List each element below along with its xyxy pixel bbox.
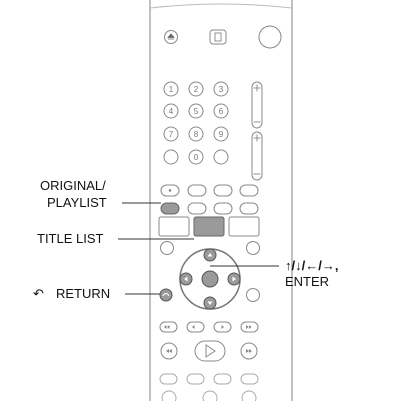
channel-rocker [251, 131, 263, 181]
label-return-symbol: ↶ [33, 286, 44, 301]
bottom-circle-left [161, 390, 177, 406]
side-button-right-lower [246, 288, 260, 302]
bottom-circle-right [241, 390, 257, 406]
numeric-button-1 [163, 81, 179, 97]
numeric-button-8 [188, 126, 204, 142]
label-playlist: PLAYLIST [47, 195, 107, 210]
menu-button-left [158, 216, 190, 237]
numeric-label-0: 0 [194, 153, 199, 162]
numeric-button-9 [213, 126, 229, 142]
oval-button-2 [187, 184, 207, 197]
side-button-left-upper [160, 241, 174, 255]
tv-input-button [209, 29, 227, 45]
oval-button-1-dot [168, 189, 172, 192]
oval-button-8 [239, 202, 259, 215]
title-list-button [193, 216, 225, 237]
numeric-label-2: 2 [194, 85, 199, 94]
remote-body [149, 0, 293, 401]
oval-button-7 [213, 202, 233, 215]
numeric-label-9: 9 [219, 130, 224, 139]
return-icon [162, 293, 170, 297]
keypad-blank-button-1 [163, 149, 179, 165]
left-arrow-icon [184, 276, 188, 282]
bottom-button-2 [186, 373, 205, 385]
volume-rocker [251, 81, 263, 129]
numeric-label-5: 5 [194, 107, 199, 116]
right-arrow-icon [232, 276, 236, 282]
keypad-blank-button-2 [213, 149, 229, 165]
numeric-button-5 [188, 103, 204, 119]
numeric-button-4 [163, 103, 179, 119]
numeric-button-0 [188, 149, 204, 165]
side-button-right-upper [246, 241, 260, 255]
channel-plus-icon [253, 134, 261, 142]
label-enter: ENTER [285, 274, 330, 289]
numeric-label-3: 3 [219, 85, 224, 94]
bottom-button-1 [159, 373, 178, 385]
numeric-label-8: 8 [194, 130, 199, 139]
label-original: ORIGINAL/ [40, 178, 106, 193]
play-icon [205, 344, 216, 358]
label-arrows: ↑/↓/←/→, [285, 258, 339, 273]
numeric-button-6 [213, 103, 229, 119]
up-arrow-icon [207, 253, 213, 257]
tv-input-inner [214, 32, 222, 42]
return-button [159, 288, 173, 302]
bottom-button-3 [213, 373, 232, 385]
numeric-label-7: 7 [169, 130, 174, 139]
enter-button [201, 270, 219, 288]
numeric-keypad: 1 2 3 4 5 6 7 8 9 0 [163, 81, 229, 165]
numeric-label-6: 6 [219, 107, 224, 116]
original-playlist-button [160, 202, 180, 215]
transport-button-2 [186, 321, 205, 333]
remote-top-edge [149, 3, 293, 9]
volume-plus-icon [253, 84, 261, 92]
oval-button-4 [239, 184, 259, 197]
numeric-label-1: 1 [169, 85, 174, 94]
numeric-button-2 [188, 81, 204, 97]
numeric-button-7 [163, 126, 179, 142]
label-title-list: TITLE LIST [37, 231, 104, 246]
numeric-label-4: 4 [169, 107, 174, 116]
menu-button-right [228, 216, 260, 237]
bottom-button-4 [240, 373, 259, 385]
bottom-circle-mid [202, 390, 218, 406]
oval-button-6 [187, 202, 207, 215]
oval-button-3 [213, 184, 233, 197]
numeric-button-3 [213, 81, 229, 97]
eject-icon [167, 33, 175, 40]
power-button [258, 25, 282, 49]
down-arrow-icon [207, 301, 213, 305]
label-return: RETURN [56, 286, 111, 301]
play-button [194, 340, 226, 362]
